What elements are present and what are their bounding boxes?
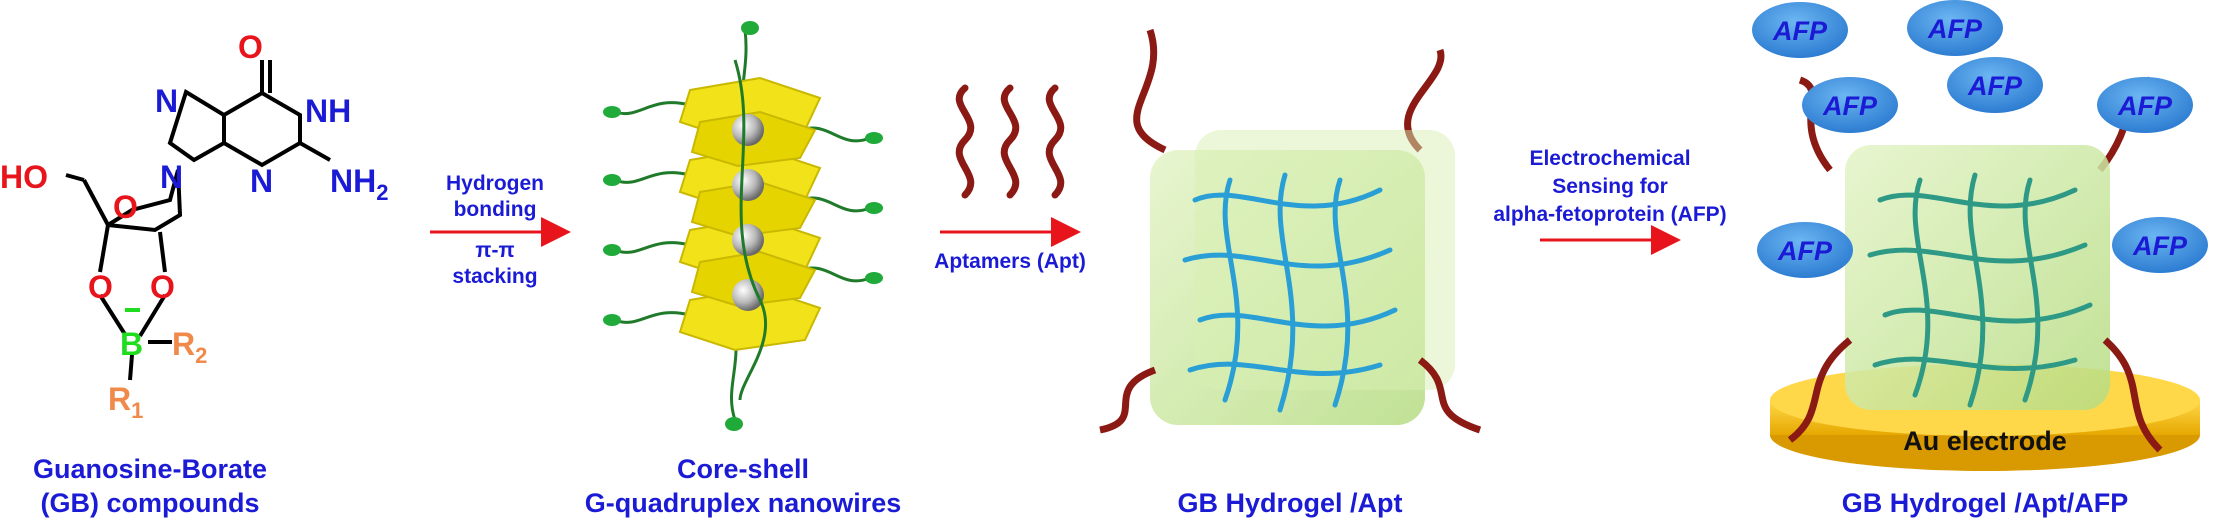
ribose-ring <box>106 169 183 233</box>
aptamer-strand-bl <box>1099 366 1157 434</box>
arrow1-label-line3: π-π <box>475 239 514 262</box>
nh2-label: NH2 <box>330 163 388 205</box>
o-b-left-bond <box>98 293 128 338</box>
ho-label: HO <box>0 159 48 195</box>
carbonyl-o-label: O <box>238 29 263 65</box>
amine-bond <box>299 141 331 162</box>
c-o-right-bond <box>158 231 167 273</box>
aptamer-strand-tl <box>1133 28 1167 154</box>
afp-molecules: AFP AFP AFP AFP AFP AFP <box>1752 0 2208 278</box>
gb-hydrogel-apt <box>1099 28 1482 434</box>
ho-bond <box>65 173 85 182</box>
r1-label: R1 <box>108 381 143 423</box>
g-quadruplex-nanowire <box>603 21 883 431</box>
n7-label: N <box>155 83 178 119</box>
caption-hydrogel: GB Hydrogel /Apt <box>1177 488 1402 518</box>
aptamer-icons <box>955 84 1065 199</box>
n3-label: N <box>250 163 273 199</box>
o-b-right-bond <box>138 293 167 338</box>
afp-molecule-7: AFP <box>2112 217 2208 273</box>
r2-label: R2 <box>172 326 207 368</box>
gquad-core-strand <box>733 59 767 401</box>
afp-aptamer-br <box>2102 337 2163 453</box>
caption-cs-line1: Core-shell <box>677 454 809 484</box>
molecule-atom-labels: O N NH N N NH2 HO O O O B R2 R1 <box>0 29 388 423</box>
arrow-1-group: Hydrogen bonding π-π stacking <box>430 172 571 288</box>
gquad-leaves <box>603 21 883 431</box>
afp-aptamer-bl <box>1787 337 1853 443</box>
arrow1-label-line1: Hydrogen <box>446 172 544 195</box>
ring-o-label: O <box>113 189 138 225</box>
svg-text:AFP: AFP <box>1772 16 1828 46</box>
ch2-bond <box>82 179 110 226</box>
arrow3-label-line3: alpha-fetoprotein (AFP) <box>1493 203 1726 226</box>
afp-molecule-6: AFP <box>1757 222 1853 278</box>
afp-molecule-4: AFP <box>1947 57 2043 113</box>
afp-molecule-3: AFP <box>1802 77 1898 133</box>
svg-text:AFP: AFP <box>1822 91 1878 121</box>
gb-hydrogel-apt-afp: Au electrode AFP AFP AF <box>1752 0 2208 471</box>
boron-label: B <box>120 326 143 362</box>
o-right-label: O <box>150 269 175 305</box>
n9-label: N <box>160 159 183 195</box>
afp-hydrogel-fibers <box>1867 172 2093 408</box>
caption-gb-line2: (GB) compounds <box>41 488 260 518</box>
pyrimidine-ring <box>222 90 302 168</box>
nh-label: NH <box>305 93 351 129</box>
gquad-side-chains <box>614 29 871 421</box>
arrow1-label-line4: stacking <box>452 265 537 288</box>
afp-molecule-2: AFP <box>1907 0 2003 56</box>
arrow3-label-line1: Electrochemical <box>1529 147 1690 170</box>
caption-hydrogel-afp: GB Hydrogel /Apt/AFP <box>1842 488 2129 518</box>
imidazole-ring <box>167 88 226 163</box>
svg-text:AFP: AFP <box>1777 236 1833 266</box>
arrow1-label-line2: bonding <box>454 198 537 221</box>
c-o-left-bond <box>98 224 110 273</box>
svg-text:AFP: AFP <box>1967 71 2023 101</box>
svg-text:AFP: AFP <box>2117 91 2173 121</box>
o-left-label: O <box>88 269 113 305</box>
hydrogel-cube-back <box>1195 130 1455 390</box>
svg-text:AFP: AFP <box>1927 14 1983 44</box>
caption-cs-line2: G-quadruplex nanowires <box>585 488 902 518</box>
arrow3-label-line2: Sensing for <box>1552 175 1668 198</box>
afp-molecule-5: AFP <box>2097 77 2193 133</box>
guanosine-borate-structure <box>65 60 331 381</box>
afp-molecule-1: AFP <box>1752 2 1848 58</box>
caption-gb-line1: Guanosine-Borate <box>33 454 267 484</box>
arrow-3-group: Electrochemical Sensing for alpha-fetopr… <box>1493 147 1727 255</box>
electrode-label: Au electrode <box>1903 426 2067 456</box>
arrow2-label: Aptamers (Apt) <box>934 250 1086 273</box>
aptamer-strand-br <box>1417 357 1482 434</box>
b-r1-bond <box>128 354 134 381</box>
hydrogel-fibers <box>1182 172 1398 413</box>
svg-text:AFP: AFP <box>2132 231 2188 261</box>
